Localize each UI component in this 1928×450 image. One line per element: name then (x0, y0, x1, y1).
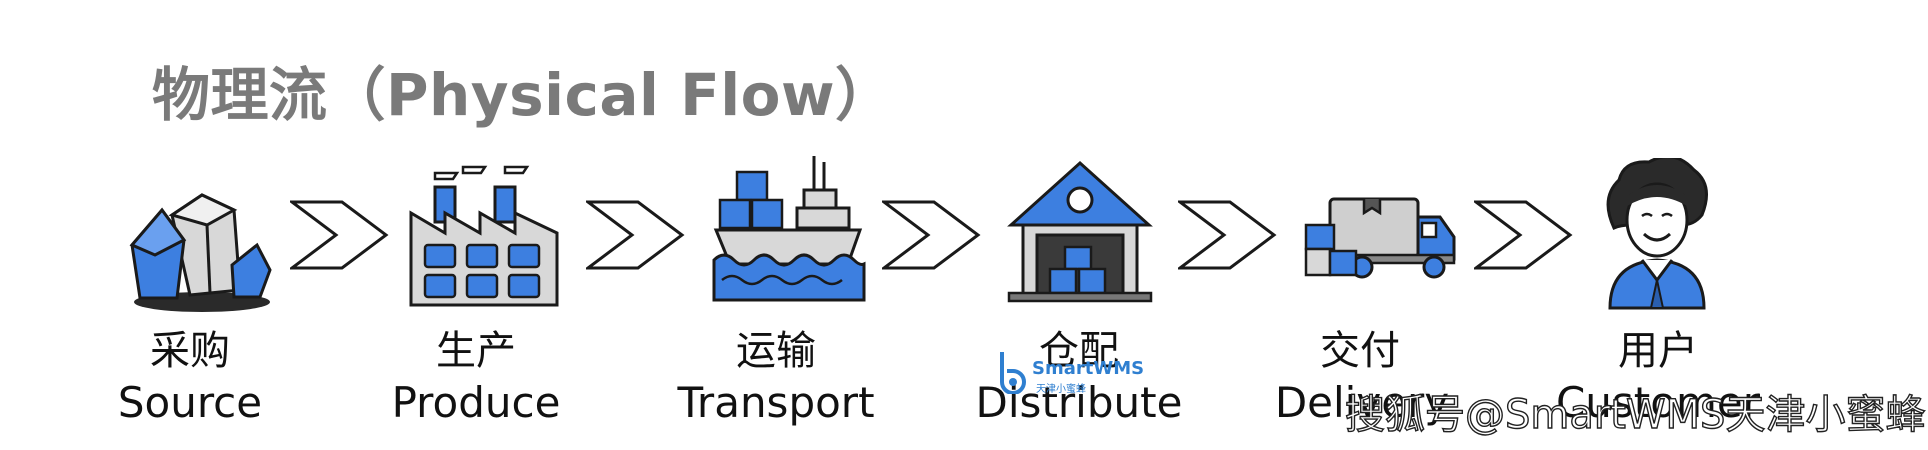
step-label-en: Produce (391, 378, 561, 427)
step-label-en: Customer (1555, 378, 1760, 427)
logo-text: SmartWMS (1032, 358, 1145, 379)
step-label-cn: 运输 (736, 328, 816, 374)
bee-logo-icon (1000, 352, 1026, 394)
factory-icon (409, 165, 559, 307)
step-label-cn: 生产 (436, 328, 516, 374)
chevron-arrow-icon (290, 200, 389, 270)
truck-icon (1304, 197, 1456, 279)
step-label-cn: 采购 (150, 328, 230, 374)
step-label-en: Source (117, 378, 263, 427)
customer-icon (1606, 158, 1708, 310)
step-label-en: Distribute (975, 378, 1183, 427)
step-label-cn: 仓配 (1039, 328, 1119, 374)
step-label-cn: 用户 (1618, 328, 1698, 374)
chevron-arrow-icon (882, 200, 981, 270)
warehouse-icon (1007, 160, 1153, 303)
source-watermark: 搜狐号@SmartWMS天津小蜜蜂 (1344, 391, 1926, 438)
step-label-cn: 交付 (1320, 328, 1400, 374)
logo-subtext: 天津小蜜蜂 (1036, 384, 1086, 395)
chevron-arrow-icon (1178, 200, 1277, 270)
page-title: 物理流（Physical Flow） (152, 61, 894, 129)
step-label-en: Delivery (1274, 378, 1450, 427)
ship-icon (712, 156, 866, 302)
chevron-arrow-icon (1474, 200, 1573, 270)
smartwms-logo: SmartWMS 天津小蜜蜂 (996, 350, 1146, 400)
crystal-icon (129, 193, 272, 312)
chevron-arrow-icon (586, 200, 685, 270)
step-label-en: Transport (677, 378, 875, 427)
